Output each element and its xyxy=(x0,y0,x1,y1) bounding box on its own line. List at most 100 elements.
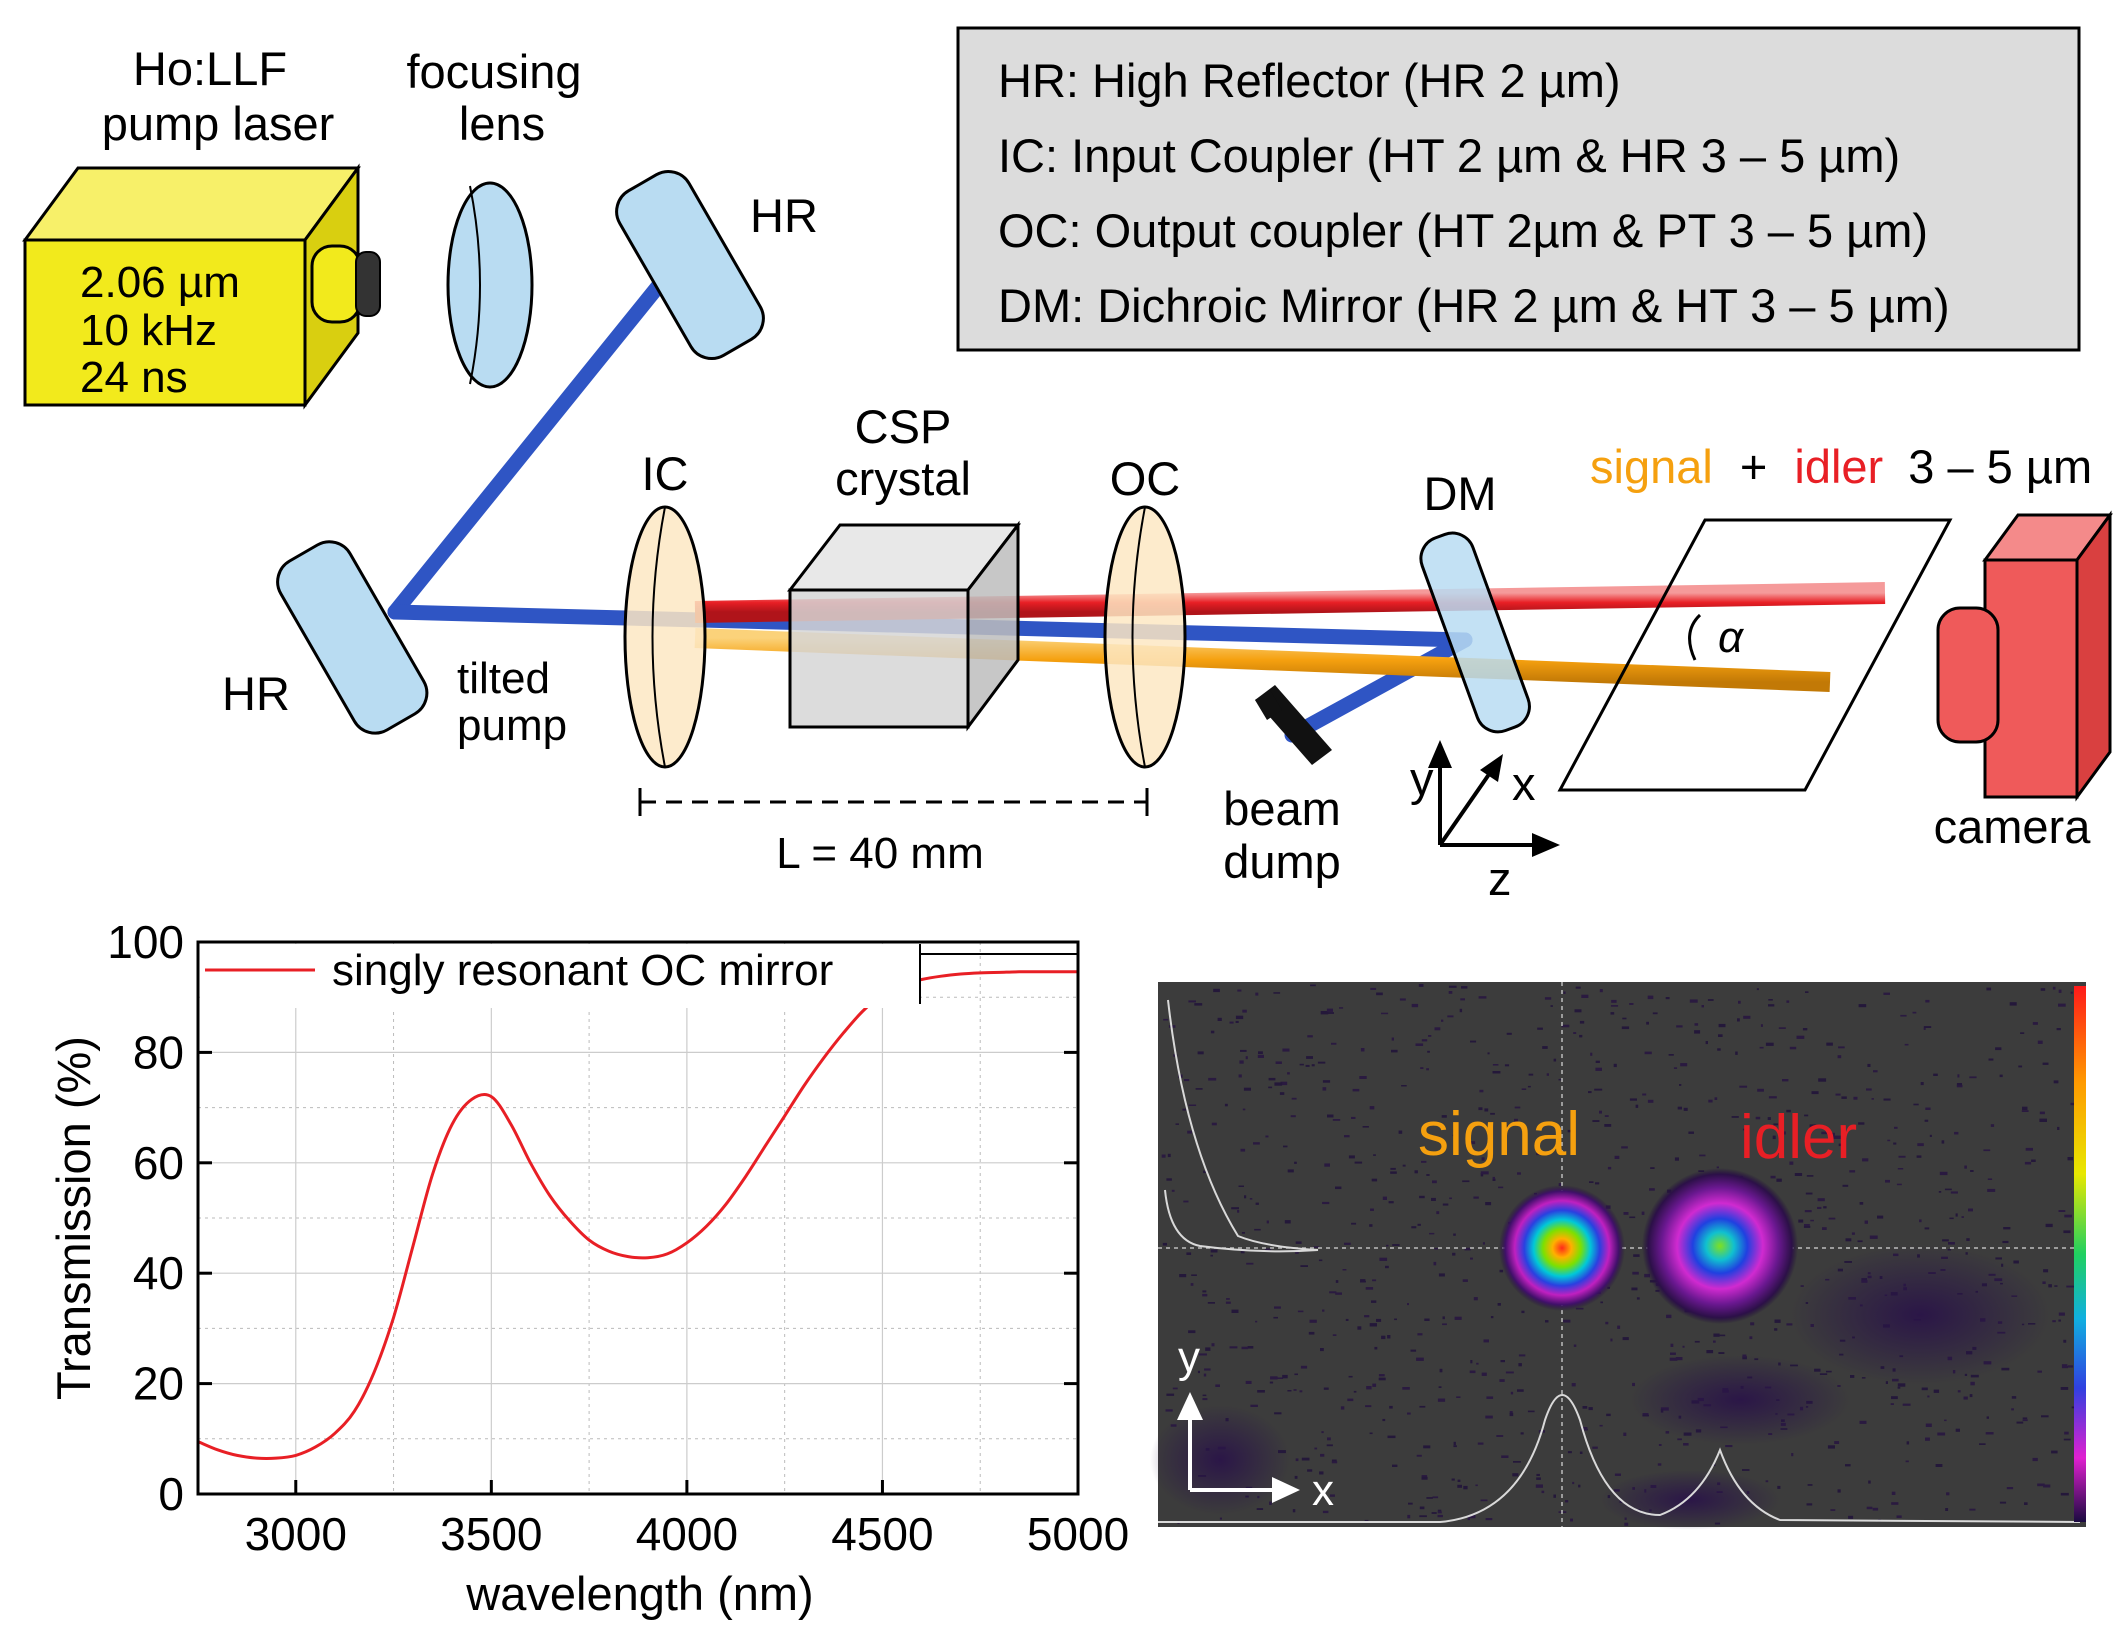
noise-speck xyxy=(1755,1116,1761,1120)
noise-speck xyxy=(1320,1453,1325,1457)
noise-speck xyxy=(1365,1405,1372,1408)
noise-speck xyxy=(1768,1096,1777,1099)
noise-speck xyxy=(1887,1139,1891,1142)
noise-speck xyxy=(1478,1107,1483,1111)
colorbar xyxy=(2074,986,2086,1522)
noise-speck xyxy=(1514,1118,1518,1123)
noise-speck xyxy=(1329,1291,1337,1294)
noise-speck xyxy=(1432,1180,1437,1184)
noise-speck xyxy=(1182,1108,1187,1111)
noise-speck xyxy=(1995,1047,2002,1051)
noise-speck xyxy=(1588,1091,1592,1094)
noise-speck xyxy=(1779,1131,1786,1135)
noise-speck xyxy=(1509,1412,1514,1417)
noise-speck xyxy=(1224,1103,1228,1107)
noise-speck xyxy=(2063,1438,2071,1441)
noise-speck xyxy=(1757,1088,1764,1092)
noise-speck xyxy=(1890,1403,1894,1405)
noise-speck xyxy=(1837,1055,1842,1059)
noise-speck xyxy=(1614,1473,1621,1476)
noise-speck xyxy=(1917,1143,1924,1147)
noise-speck xyxy=(1381,1012,1389,1015)
chart-legend-background xyxy=(200,944,920,1008)
noise-speck xyxy=(1599,1110,1602,1114)
noise-speck xyxy=(1725,1445,1733,1448)
noise-speck xyxy=(1419,1405,1426,1408)
noise-speck xyxy=(1464,1247,1471,1251)
noise-speck xyxy=(1235,1015,1244,1020)
noise-speck xyxy=(1768,1004,1775,1007)
noise-speck xyxy=(1269,1381,1274,1384)
axis-x-line xyxy=(1438,768,1494,847)
noise-speck xyxy=(1441,1115,1447,1118)
noise-speck xyxy=(1245,1056,1248,1060)
noise-speck xyxy=(1866,1088,1872,1091)
noise-speck xyxy=(1320,1011,1329,1015)
noise-speck xyxy=(1574,1009,1582,1013)
noise-speck xyxy=(1600,1301,1603,1304)
noise-speck xyxy=(1197,1370,1200,1374)
noise-speck xyxy=(1986,1416,1989,1419)
hr-left-body xyxy=(276,540,429,735)
noise-speck xyxy=(1983,1149,1991,1152)
output-plus-text: + xyxy=(1740,440,1767,493)
noise-speck xyxy=(1453,1445,1457,1448)
noise-speck xyxy=(2039,1118,2047,1122)
noise-speck xyxy=(2070,991,2073,994)
noise-speck xyxy=(1265,1248,1272,1251)
noise-speck xyxy=(1927,1395,1930,1398)
x-tick-label: 4500 xyxy=(831,1508,933,1560)
noise-speck xyxy=(1668,1054,1674,1056)
noise-speck xyxy=(1478,996,1487,999)
noise-speck xyxy=(1319,1471,1324,1475)
noise-speck xyxy=(1373,1154,1376,1156)
camera: camera xyxy=(1934,510,2113,853)
noise-speck xyxy=(1376,1318,1382,1322)
lens-body xyxy=(446,181,534,389)
noise-speck xyxy=(1592,1446,1598,1449)
noise-speck xyxy=(2022,1419,2028,1422)
noise-speck xyxy=(1956,1083,1962,1086)
noise-speck xyxy=(2052,1320,2056,1323)
noise-speck xyxy=(1459,1008,1463,1013)
noise-speck xyxy=(1806,1503,1813,1506)
noise-speck xyxy=(1571,1383,1576,1387)
noise-speck xyxy=(1658,1444,1662,1446)
noise-speck xyxy=(1391,1037,1394,1041)
noise-speck xyxy=(1528,1073,1534,1076)
noise-speck xyxy=(1344,1242,1351,1245)
noise-speck xyxy=(1378,1377,1386,1381)
noise-speck xyxy=(1453,1441,1456,1446)
noise-speck xyxy=(1670,1343,1674,1347)
noise-speck xyxy=(2063,1230,2071,1234)
series-line-singly-resonant-oc-mirror xyxy=(197,970,1078,1460)
noise-speck xyxy=(1187,1130,1192,1134)
noise-speck xyxy=(1739,1085,1748,1088)
noise-speck xyxy=(1517,1172,1521,1175)
camera-lens xyxy=(1936,606,2000,744)
noise-speck xyxy=(1665,997,1670,1000)
noise-speck xyxy=(2021,1110,2029,1112)
noise-speck xyxy=(1669,1357,1678,1361)
noise-speck xyxy=(1716,1166,1719,1169)
noise-speck xyxy=(1451,1478,1455,1481)
noise-speck xyxy=(1912,1011,1917,1014)
legend-box: HR: High Reflector (HR 2 µm) IC: Input C… xyxy=(956,26,2081,352)
beam-dump-label-2: dump xyxy=(1223,835,1341,888)
axis-z-arrowhead xyxy=(1532,833,1560,857)
laser-title-2: pump laser xyxy=(102,97,335,150)
image-axis-y-arrowhead xyxy=(1177,1392,1203,1420)
noise-speck xyxy=(1558,1183,1562,1187)
noise-speck xyxy=(1255,1202,1259,1205)
noise-speck xyxy=(1570,1518,1573,1522)
noise-speck xyxy=(1896,1183,1902,1186)
noise-speck xyxy=(1275,1061,1282,1064)
noise-speck xyxy=(1760,1024,1763,1027)
noise-speck xyxy=(1718,1352,1725,1354)
noise-speck xyxy=(1777,1152,1780,1155)
noise-speck xyxy=(1498,1186,1504,1189)
noise-speck xyxy=(1838,1143,1843,1147)
noise-speck xyxy=(1611,999,1617,1003)
noise-speck xyxy=(1599,1424,1603,1427)
